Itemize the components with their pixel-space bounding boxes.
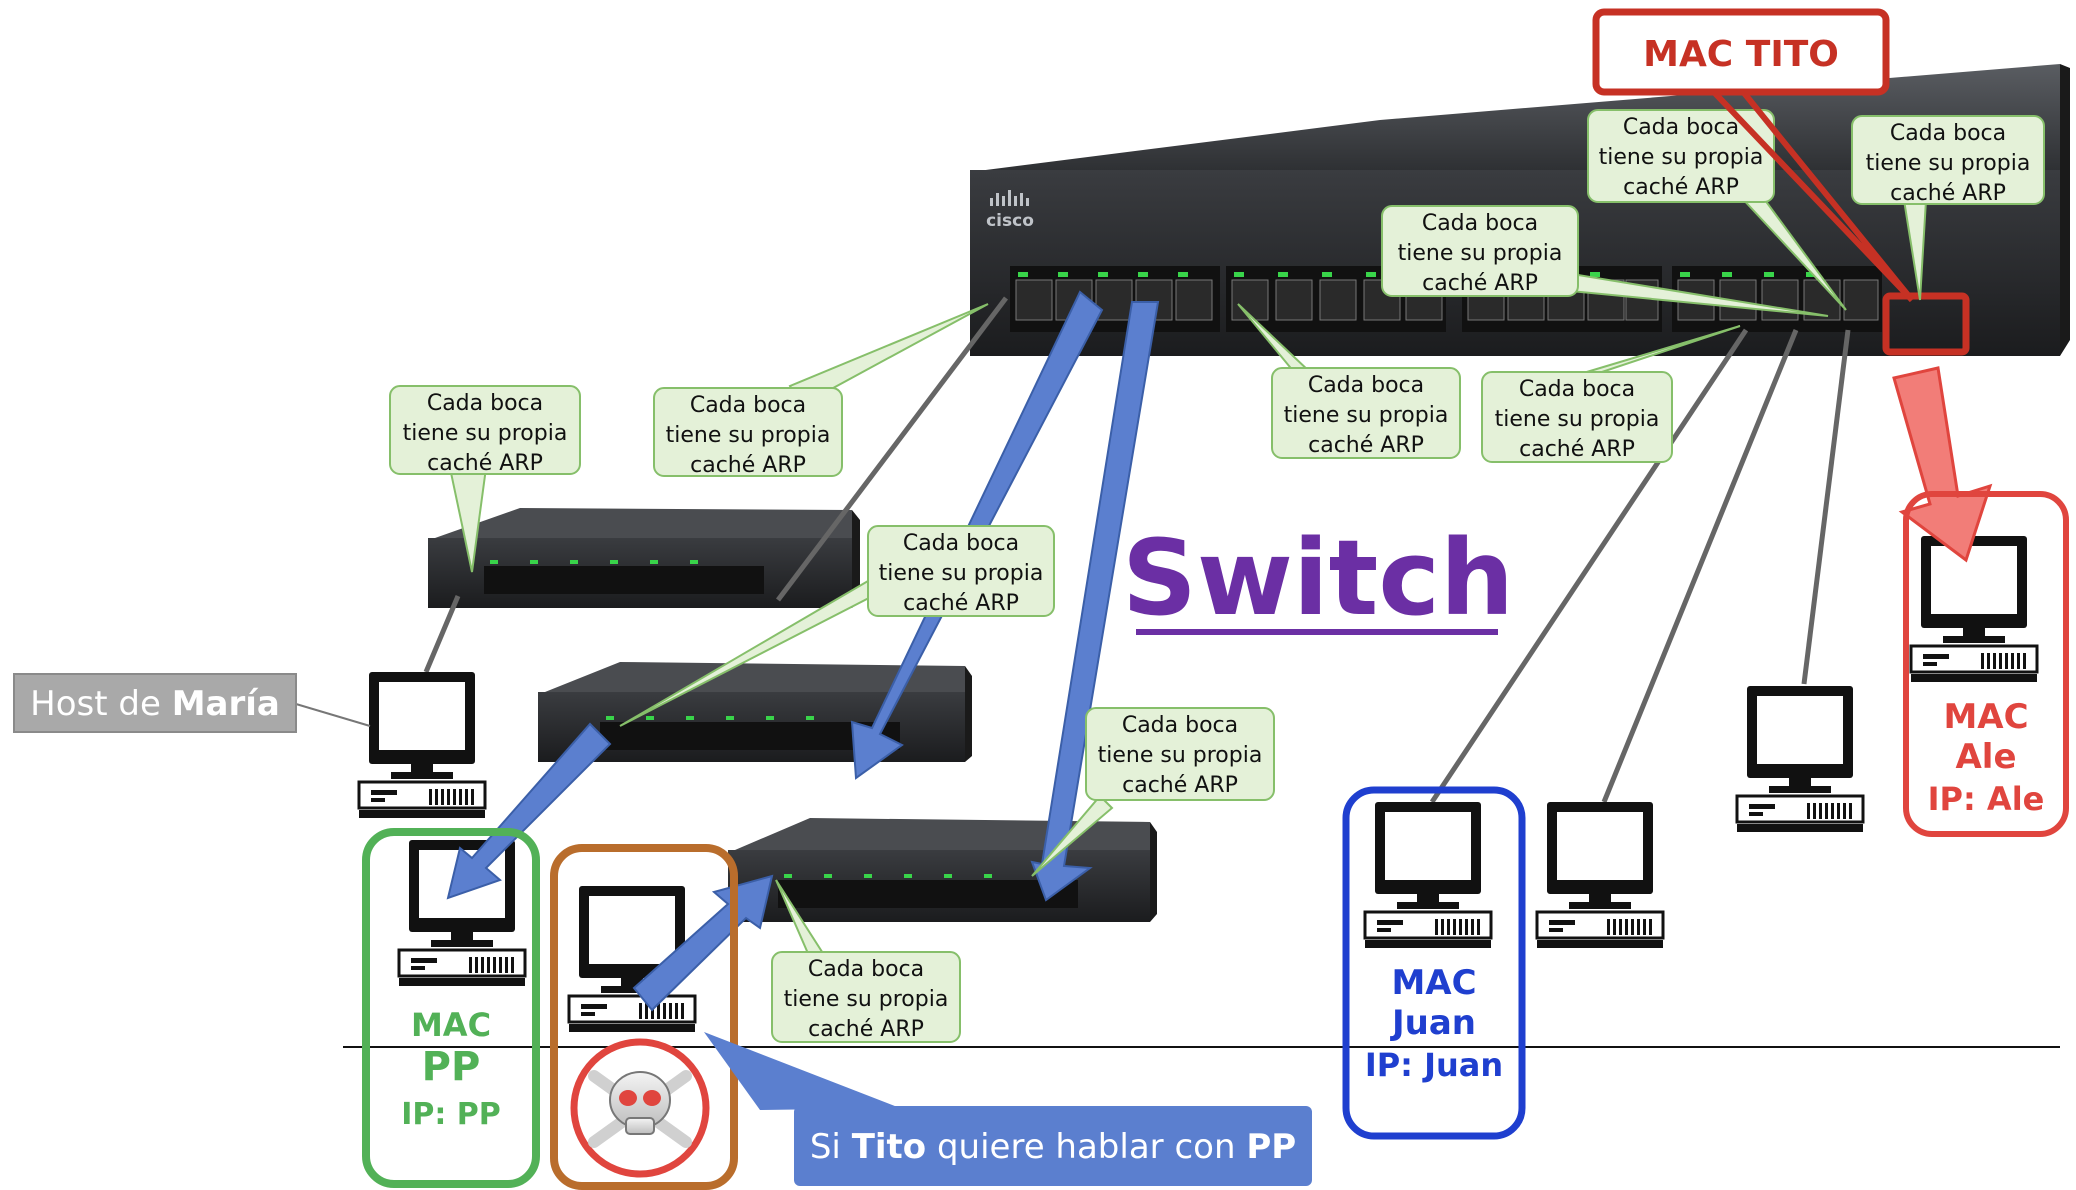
computer-juan <box>1363 800 1493 950</box>
computer-right <box>1735 684 1865 834</box>
svg-text:caché ARP: caché ARP <box>808 1017 924 1042</box>
svg-text:Switch: Switch <box>1122 517 1514 639</box>
cisco-logo-bars <box>990 190 1029 206</box>
callout-middle: Cada boca tiene su propia caché ARP <box>619 525 1055 727</box>
svg-text:Cada boca: Cada boca <box>808 957 924 982</box>
callout-top-right: Cada boca tiene su propia caché ARP <box>1851 115 2045 301</box>
svg-text:caché ARP: caché ARP <box>1890 181 2006 206</box>
svg-text:IP: Juan: IP: Juan <box>1365 1046 1503 1084</box>
juan-host-group: MAC Juan IP: Juan <box>1342 786 1526 1140</box>
svg-text:PP: PP <box>422 1044 481 1090</box>
svg-text:Ale: Ale <box>1955 737 2016 777</box>
svg-text:tiene su propia: tiene su propia <box>879 561 1044 586</box>
callout-switch-upper: Cada boca tiene su propia caché ARP <box>1381 205 1829 317</box>
svg-text:caché ARP: caché ARP <box>1519 437 1635 462</box>
callout-switch-center: Cada boca tiene su propia caché ARP <box>1237 303 1461 459</box>
computer-other <box>1535 800 1665 950</box>
port-block-1 <box>1010 266 1220 332</box>
svg-text:Cada boca: Cada boca <box>1122 713 1238 738</box>
svg-text:Host de María: Host de María <box>30 684 280 724</box>
callout-mid-top: Cada boca tiene su propia caché ARP <box>653 303 989 478</box>
callout-top-middle: Cada boca tiene su propia caché ARP <box>1587 109 1847 311</box>
mac-tito-box: MAC TITO <box>1592 8 1915 303</box>
pp-host-group: MAC PP IP: PP <box>362 828 540 1188</box>
svg-text:Cada boca: Cada boca <box>1519 377 1635 402</box>
callout-bottom: Cada boca tiene su propia caché ARP <box>771 879 961 1043</box>
svg-text:Si Tito quiere hablar con PP: Si Tito quiere hablar con PP <box>810 1127 1296 1167</box>
svg-text:Cada boca: Cada boca <box>1890 121 2006 146</box>
svg-text:Cada boca: Cada boca <box>1623 115 1739 140</box>
arrow-down-left-3 <box>446 722 612 900</box>
svg-text:MAC: MAC <box>1943 697 2028 737</box>
svg-text:caché ARP: caché ARP <box>1623 175 1739 200</box>
svg-text:IP: PP: IP: PP <box>401 1097 501 1132</box>
svg-text:tiene su propia: tiene su propia <box>1495 407 1660 432</box>
svg-text:MAC: MAC <box>411 1006 491 1044</box>
ale-host-group: MAC Ale IP: Ale <box>1903 491 2069 837</box>
switch-title: Switch <box>1122 517 1514 639</box>
svg-text:tiene su propia: tiene su propia <box>1866 151 2031 176</box>
svg-text:tiene su propia: tiene su propia <box>403 421 568 446</box>
svg-text:tiene su propia: tiene su propia <box>1599 145 1764 170</box>
svg-text:tiene su propia: tiene su propia <box>1098 743 1263 768</box>
svg-text:Cada boca: Cada boca <box>1422 211 1538 236</box>
svg-text:tiene su propia: tiene su propia <box>1284 403 1449 428</box>
svg-text:caché ARP: caché ARP <box>1308 433 1424 458</box>
svg-text:IP: Ale: IP: Ale <box>1928 780 2045 818</box>
computer-maria <box>357 670 487 820</box>
callout-switch-right: Cada boca tiene su propia caché ARP <box>1481 325 1741 463</box>
arrow-up-2 <box>1030 301 1160 902</box>
svg-text:MAC TITO: MAC TITO <box>1643 34 1839 75</box>
skull-crossbones-icon <box>588 1070 692 1148</box>
small-switch-1 <box>428 508 860 608</box>
cisco-logo-text: cisco <box>986 211 1034 231</box>
svg-text:tiene su propia: tiene su propia <box>666 423 831 448</box>
svg-text:tiene su propia: tiene su propia <box>1398 241 1563 266</box>
tito-note: Si Tito quiere hablar con PP <box>704 1032 1312 1186</box>
svg-text:caché ARP: caché ARP <box>690 453 806 478</box>
svg-text:Cada boca: Cada boca <box>1308 373 1424 398</box>
svg-text:caché ARP: caché ARP <box>427 451 543 476</box>
callout-left: Cada boca tiene su propia caché ARP <box>389 385 581 573</box>
callout-group: Cada boca tiene su propia caché ARP Cada… <box>389 109 2045 1043</box>
svg-text:MAC: MAC <box>1391 963 1476 1003</box>
computer-ale <box>1909 534 2039 684</box>
svg-text:caché ARP: caché ARP <box>1122 773 1238 798</box>
svg-text:caché ARP: caché ARP <box>903 591 1019 616</box>
svg-text:Cada boca: Cada boca <box>690 393 806 418</box>
callout-lower-right: Cada boca tiene su propia caché ARP <box>1031 707 1275 877</box>
svg-text:Cada boca: Cada boca <box>903 531 1019 556</box>
svg-text:Juan: Juan <box>1390 1003 1476 1043</box>
svg-text:Cada boca: Cada boca <box>427 391 543 416</box>
tito-host-group <box>550 844 738 1190</box>
small-switch-3 <box>728 818 1157 922</box>
host-maria-label: Host de María <box>13 673 371 733</box>
network-cables <box>423 296 1851 804</box>
svg-text:tiene su propia: tiene su propia <box>784 987 949 1012</box>
tito-port-highlight <box>1882 292 1970 356</box>
svg-text:caché ARP: caché ARP <box>1422 271 1538 296</box>
red-arrow-down <box>1892 366 1993 563</box>
